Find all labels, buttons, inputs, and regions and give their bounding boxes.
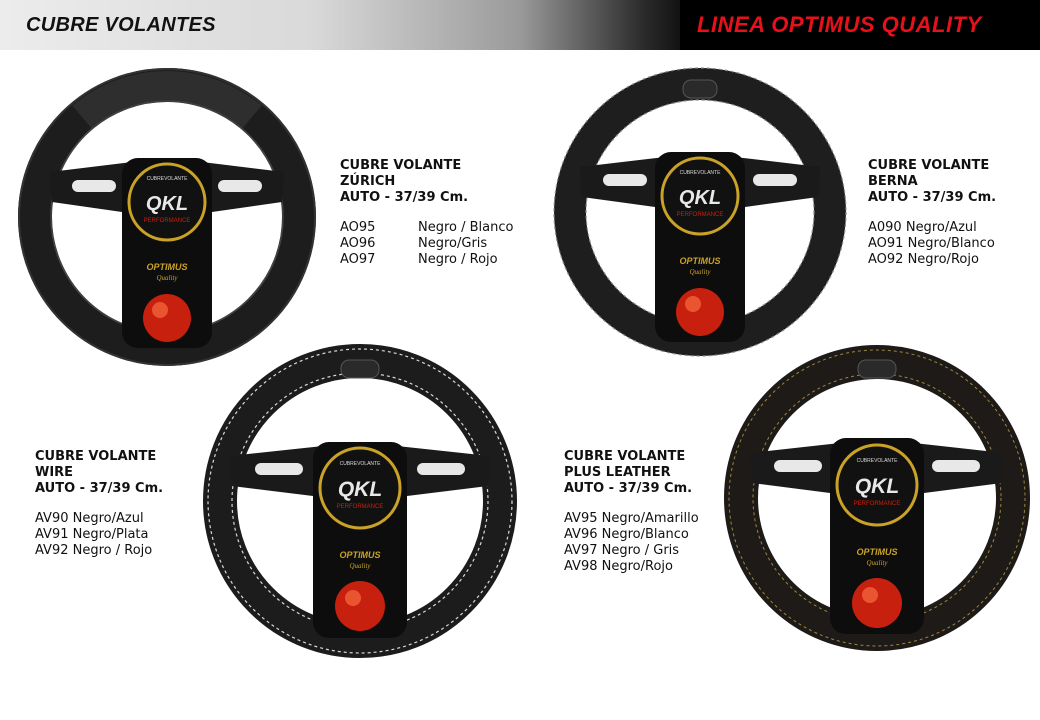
variant-row: A090 Negro/Azul [868,220,977,235]
wheel-drawing: QKL PERFORMANCE CUBREVOLANTE OPTIMUS Qua… [203,344,517,658]
wheel-drawing: QKL PERFORMANCE CUBREVOLANTE OPTIMUS Qua… [553,67,847,357]
label-optimus-text: OPTIMUS [146,262,187,272]
product-title-line: AUTO - 37/39 Cm. [340,190,469,205]
header-bar: CUBRE VOLANTES LINEA OPTIMUS QUALITY [0,0,1040,50]
steering-wheel-image-wire: QKL PERFORMANCE CUBREVOLANTE OPTIMUS Qua… [195,338,525,660]
variant-row: AV95 Negro/Amarillo [564,511,699,526]
steering-wheel-image-plus-leather: QKL PERFORMANCE CUBREVOLANTE OPTIMUS Qua… [718,338,1036,654]
label-top-text: CUBREVOLANTE [147,176,189,182]
steering-wheel-image-berna: QKL PERFORMANCE CUBREVOLANTE OPTIMUS Qua… [545,62,855,362]
variant-code: AO96 [340,236,376,251]
product-description-zurich: CUBRE VOLANTE ZÚRICH AUTO - 37/39 Cm. AO… [340,158,513,268]
line-title: LINEA OPTIMUS QUALITY [697,12,982,37]
variant-color: Negro / Rojo [418,252,498,267]
product-title-line: AUTO - 37/39 Cm. [564,481,693,496]
label-sub-text: PERFORMANCE [677,212,724,218]
product-description-plus-leather: CUBRE VOLANTE PLUS LEATHER AUTO - 37/39 … [564,449,699,575]
product-title-line: CUBRE VOLANTE [564,449,686,464]
variant-row: AV92 Negro / Rojo [35,543,153,558]
variant-row: AV91 Negro/Plata [35,527,149,542]
variant-row: AV90 Negro/Azul [35,511,144,526]
variant-row: AO97 Negro / Rojo [340,252,513,268]
label-quality-text: Quality [157,274,179,282]
label-top-text: CUBREVOLANTE [680,170,722,176]
variant-row: AO95 Negro / Blanco [340,220,513,236]
product-title-line: PLUS LEATHER [564,465,671,480]
label-top-text: CUBREVOLANTE [857,458,899,464]
product-description-berna: CUBRE VOLANTE BERNA AUTO - 37/39 Cm. A09… [868,158,996,268]
wheel-drawing: QKL PERFORMANCE CUBREVOLANTE OPTIMUS Qua… [18,68,316,366]
variant-code: AO97 [340,252,376,267]
label-sub-text: PERFORMANCE [854,501,901,507]
wheel-drawing: QKL PERFORMANCE CUBREVOLANTE OPTIMUS Qua… [724,345,1030,651]
product-title-line: CUBRE VOLANTE [340,158,462,173]
label-brand-text: QKL [679,187,721,209]
label-quality-text: Quality [350,562,372,570]
variant-row: AO91 Negro/Blanco [868,236,995,251]
variant-row: AV97 Negro / Gris [564,543,680,558]
label-quality-text: Quality [690,268,712,276]
product-description-wire: CUBRE VOLANTE WIRE AUTO - 37/39 Cm. AV90… [35,449,163,559]
variant-color: Negro / Blanco [418,220,514,235]
product-title-line: ZÚRICH [340,174,396,189]
variant-code: AO95 [340,220,376,235]
label-optimus-text: OPTIMUS [856,547,897,557]
label-optimus-text: OPTIMUS [679,256,720,266]
product-title-line: AUTO - 37/39 Cm. [868,190,997,205]
label-quality-text: Quality [867,559,889,567]
label-brand-text: QKL [146,193,188,215]
line-title-box: LINEA OPTIMUS QUALITY [680,0,1040,50]
variant-row: AV98 Negro/Rojo [564,559,673,574]
product-title-line: AUTO - 37/39 Cm. [35,481,164,496]
label-sub-text: PERFORMANCE [144,218,191,224]
label-top-text: CUBREVOLANTE [340,461,382,467]
label-brand-text: QKL [855,475,899,498]
product-title-line: CUBRE VOLANTE [35,449,157,464]
product-title-line: BERNA [868,174,918,189]
page-title: CUBRE VOLANTES [26,14,216,36]
label-brand-text: QKL [338,478,382,501]
variant-row: AO92 Negro/Rojo [868,252,979,267]
variant-row: AV96 Negro/Blanco [564,527,689,542]
label-sub-text: PERFORMANCE [337,504,384,510]
variant-color: Negro/Gris [418,236,488,251]
steering-wheel-image-zurich: QKL PERFORMANCE CUBREVOLANTE OPTIMUS Qua… [12,62,322,372]
product-title-line: CUBRE VOLANTE [868,158,990,173]
label-optimus-text: OPTIMUS [339,550,380,560]
product-title-line: WIRE [35,465,74,480]
variant-row: AO96 Negro/Gris [340,236,513,252]
